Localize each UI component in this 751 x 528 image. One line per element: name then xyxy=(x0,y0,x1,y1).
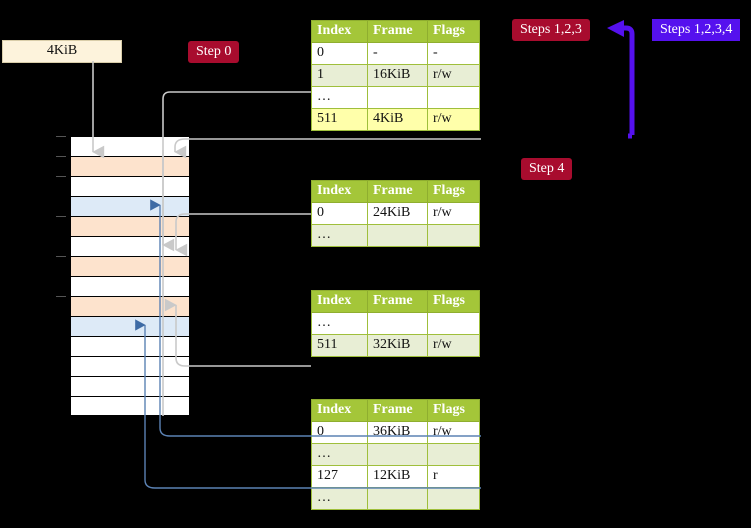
table-cell-flags xyxy=(427,312,480,335)
memory-grid-row xyxy=(70,276,190,296)
table-cell-frame xyxy=(367,312,428,335)
table-cell-frame: 24KiB xyxy=(367,202,428,225)
table-row: 0-- xyxy=(311,42,480,65)
column-header-frame: Frame xyxy=(367,290,428,313)
table-row: … xyxy=(311,312,480,335)
table-cell-index: 1 xyxy=(311,64,368,87)
table-cell-flags: - xyxy=(427,42,480,65)
memory-grid-row xyxy=(70,336,190,356)
memory-grid-tick xyxy=(56,156,66,157)
table-cell-flags xyxy=(427,487,480,510)
memory-grid-tick xyxy=(56,176,66,177)
column-header-flags: Flags xyxy=(427,180,480,203)
column-header-flags: Flags xyxy=(427,290,480,313)
column-header-frame: Frame xyxy=(367,20,428,43)
table-cell-flags: r/w xyxy=(427,64,480,87)
memory-grid-tick xyxy=(56,296,66,297)
table-cell-frame xyxy=(367,86,428,109)
column-header-frame: Frame xyxy=(367,180,428,203)
table-cell-index: … xyxy=(311,443,368,466)
frame-4kib-label: 4KiB xyxy=(46,43,78,58)
table-row: … xyxy=(311,86,480,109)
table-cell-flags xyxy=(427,443,480,466)
memory-grid-row xyxy=(70,236,190,256)
table-cell-flags: r/w xyxy=(427,421,480,444)
steps-123-badge-label: Steps 1,2,3 xyxy=(520,22,582,37)
column-header-index: Index xyxy=(311,180,368,203)
table-cell-frame: 36KiB xyxy=(367,421,428,444)
memory-grid-row xyxy=(70,176,190,196)
column-header-flags: Flags xyxy=(427,20,480,43)
steps-1234-badge: Steps 1,2,3,4 xyxy=(652,19,741,41)
memory-grid-row xyxy=(70,316,190,336)
table-cell-frame xyxy=(367,443,428,466)
table-cell-frame: - xyxy=(367,42,428,65)
step-4-badge: Step 4 xyxy=(521,158,573,180)
table-cell-flags: r xyxy=(427,465,480,488)
column-header-index: Index xyxy=(311,290,368,313)
memory-grid-tick xyxy=(56,256,66,257)
table-cell-frame xyxy=(367,224,428,247)
table-cell-frame xyxy=(367,487,428,510)
memory-grid-tick xyxy=(56,136,66,137)
table-cell-frame: 12KiB xyxy=(367,465,428,488)
memory-grid-row xyxy=(70,216,190,236)
steps-1234-badge-label: Steps 1,2,3,4 xyxy=(660,22,733,37)
table-cell-frame: 16KiB xyxy=(367,64,428,87)
step-0-badge: Step 0 xyxy=(188,41,240,63)
memory-grid-row xyxy=(70,296,190,316)
memory-grid-tick xyxy=(56,216,66,217)
table-cell-flags: r/w xyxy=(427,202,480,225)
step-4-badge-label: Step 4 xyxy=(529,161,565,176)
table-cell-index: 511 xyxy=(311,334,368,357)
table-cell-index: 511 xyxy=(311,108,368,131)
table-cell-index: 0 xyxy=(311,202,368,225)
table-row: … xyxy=(311,224,480,247)
steps-123-badge: Steps 1,2,3 xyxy=(512,19,590,41)
table-cell-frame: 4KiB xyxy=(367,108,428,131)
table-cell-index: 0 xyxy=(311,421,368,444)
table-cell-index: 127 xyxy=(311,465,368,488)
table-row: … xyxy=(311,487,480,510)
memory-grid-row xyxy=(70,356,190,376)
table-row: … xyxy=(311,443,480,466)
table-cell-index: … xyxy=(311,487,368,510)
memory-grid-row xyxy=(70,376,190,396)
table-cell-index: 0 xyxy=(311,42,368,65)
table-cell-frame: 32KiB xyxy=(367,334,428,357)
column-header-frame: Frame xyxy=(367,399,428,422)
table-cell-flags: r/w xyxy=(427,334,480,357)
table-cell-flags xyxy=(427,224,480,247)
table-cell-flags xyxy=(427,86,480,109)
table-cell-flags: r/w xyxy=(427,108,480,131)
table-cell-index: … xyxy=(311,224,368,247)
table-cell-index: … xyxy=(311,86,368,109)
column-header-index: Index xyxy=(311,20,368,43)
memory-grid-row xyxy=(70,136,190,156)
frame-4kib-box: 4KiB xyxy=(2,40,122,63)
table-cell-index: … xyxy=(311,312,368,335)
column-header-index: Index xyxy=(311,399,368,422)
memory-grid-row xyxy=(70,196,190,216)
memory-grid-row xyxy=(70,256,190,276)
memory-grid-row xyxy=(70,156,190,176)
step-0-badge-label: Step 0 xyxy=(196,44,232,59)
column-header-flags: Flags xyxy=(427,399,480,422)
memory-grid-row xyxy=(70,396,190,416)
